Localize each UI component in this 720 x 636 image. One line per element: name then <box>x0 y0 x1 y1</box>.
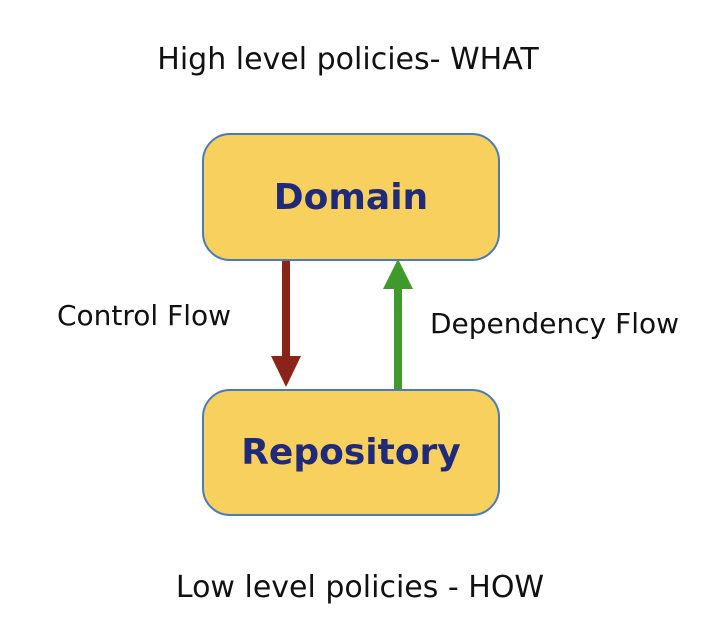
domain-label: Domain <box>273 176 429 218</box>
control-flow-arrow <box>271 261 301 387</box>
dependency-flow-arrow-head <box>383 259 413 289</box>
domain-box: Domain <box>202 133 500 261</box>
low-level-policies-caption: Low level policies - HOW <box>175 570 545 605</box>
control-flow-label: Control Flow <box>57 299 232 332</box>
high-level-policies-caption: High level policies- WHAT <box>157 42 539 77</box>
control-flow-arrow-head <box>271 356 301 387</box>
dependency-flow-label: Dependency Flow <box>430 307 680 340</box>
repository-label: Repository <box>241 432 461 473</box>
repository-box: Repository <box>202 389 500 516</box>
dependency-flow-arrow <box>383 259 413 389</box>
